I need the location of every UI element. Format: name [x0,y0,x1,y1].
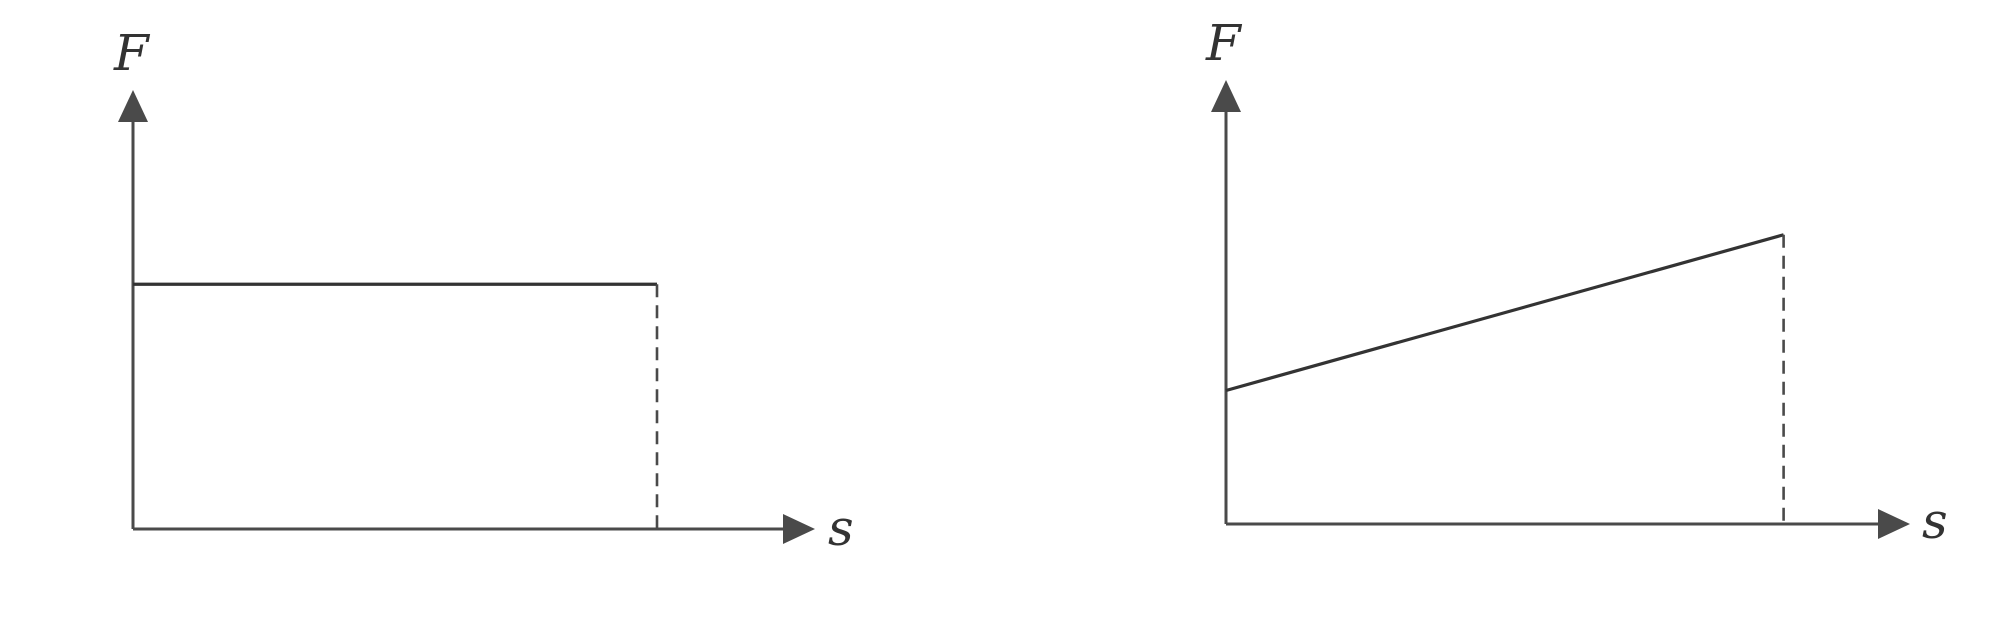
y-axis-arrow-icon [118,90,148,122]
x-axis-arrow-icon [783,514,815,544]
x-axis-label: s [828,499,854,557]
y-axis-label: F [1205,14,1243,72]
chart-constant-force: F s [113,24,854,557]
x-axis-arrow-icon [1878,509,1910,539]
y-axis-arrow-icon [1211,80,1241,112]
chart-linear-force: F s [1205,14,1948,550]
force-line [1225,233,1785,393]
x-axis-label: s [1922,492,1948,550]
y-axis-label: F [113,24,151,82]
